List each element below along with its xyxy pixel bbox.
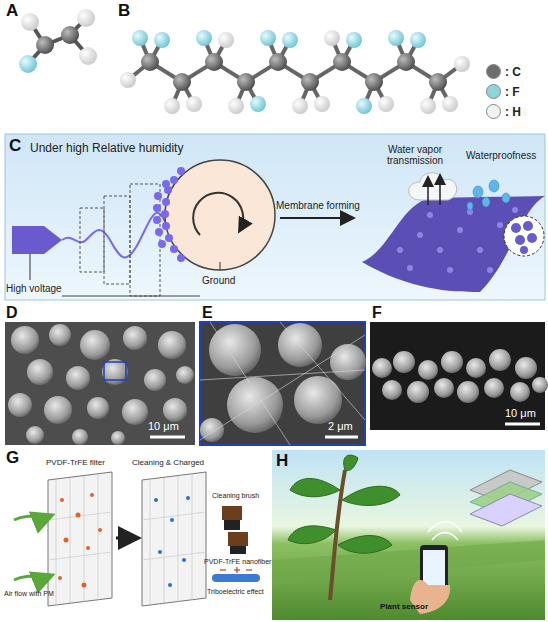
- legend-swatch: [486, 64, 501, 79]
- scale-bar-label: 10 μm: [505, 407, 536, 419]
- legend-row: : H: [486, 104, 521, 119]
- component-label: High voltage: [6, 283, 62, 294]
- legend-text: : C: [505, 65, 521, 79]
- panel-letter: E: [202, 304, 213, 322]
- component-label: Plant sensor: [380, 603, 428, 612]
- panel-letter: G: [6, 449, 19, 468]
- step-label: Cleaning & Charged: [132, 459, 204, 468]
- legend-row: : C: [486, 64, 521, 79]
- component-label: Ground: [202, 275, 235, 286]
- legend-row: : F: [486, 84, 520, 99]
- legend-swatch: [486, 104, 501, 119]
- flow-label: Air flow with PM: [4, 590, 54, 598]
- panel-letter: C: [9, 137, 21, 156]
- panel-letter: A: [6, 2, 18, 21]
- panel-letter: D: [6, 304, 18, 322]
- legend-swatch: [486, 84, 501, 99]
- scale-bar-label: 2 μm: [328, 420, 353, 432]
- mechanism-label: Triboelectric effect: [207, 588, 264, 596]
- property-label: Water vapor transmission: [384, 144, 446, 166]
- component-label: PVDF-TrFE nanofiber: [204, 558, 271, 566]
- legend-text: : F: [505, 85, 520, 99]
- legend-text: : H: [505, 105, 521, 119]
- panel-letter: H: [276, 452, 288, 471]
- component-label: PVDF-TrFE filter: [46, 459, 105, 468]
- component-label: Cleaning brush: [212, 492, 259, 500]
- panel-letter: B: [118, 2, 130, 21]
- condition-label: Under high Relative humidity: [30, 142, 183, 155]
- panel-letter: F: [372, 304, 382, 322]
- process-label: Membrane forming: [276, 200, 360, 211]
- scale-bar-label: 10 μm: [148, 420, 179, 432]
- property-label: Waterproofness: [466, 150, 536, 161]
